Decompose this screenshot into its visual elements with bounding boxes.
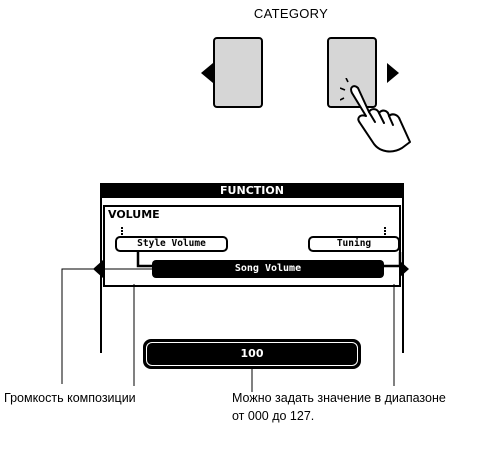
callout-range-line1: Можно задать значение в диапазоне xyxy=(232,391,446,405)
left-arrow-icon xyxy=(201,63,213,83)
prev-menu-item[interactable]: Style Volume xyxy=(115,236,228,252)
right-arrow-icon xyxy=(387,63,399,83)
category-left-button[interactable] xyxy=(213,37,263,108)
menu-frame xyxy=(103,205,401,287)
item-markers xyxy=(121,227,386,235)
category-label: CATEGORY xyxy=(253,6,329,21)
callout-range-line2: от 000 до 127. xyxy=(232,409,315,423)
function-title: FUNCTION xyxy=(100,183,404,198)
callout-song-volume: Громкость композиции xyxy=(4,391,136,405)
value-display: 100 xyxy=(143,339,361,369)
pointing-hand-icon xyxy=(340,78,411,153)
next-menu-item[interactable]: Tuning xyxy=(308,236,400,252)
scroll-right-icon[interactable] xyxy=(399,260,409,278)
category-right-button[interactable] xyxy=(327,37,377,108)
menu-title: VOLUME xyxy=(108,208,160,221)
selected-menu-item[interactable]: Song Volume xyxy=(152,260,384,278)
value-text: 100 xyxy=(146,342,358,366)
